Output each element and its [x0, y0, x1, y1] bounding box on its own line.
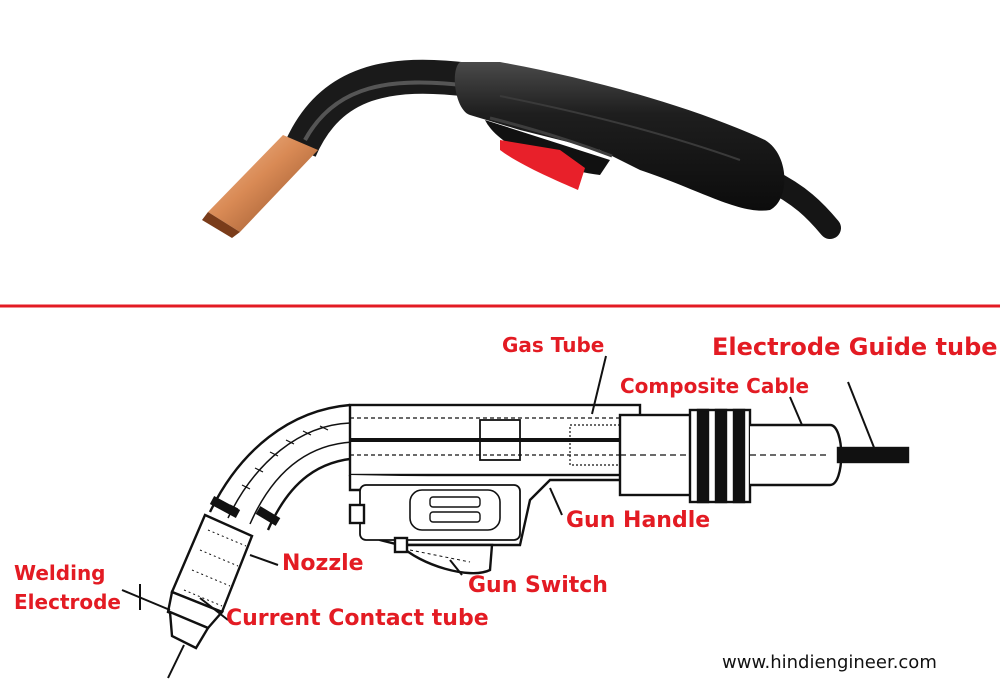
label-gun-handle: Gun Handle	[566, 508, 711, 533]
goose-neck-photo	[284, 59, 473, 158]
label-gas-tube: Gas Tube	[502, 333, 605, 357]
label-gun-switch: Gun Switch	[468, 573, 608, 598]
technical-drawing	[166, 403, 910, 679]
website-watermark: www.hindiengineer.com	[722, 652, 937, 673]
label-nozzle: Nozzle	[282, 551, 364, 576]
label-current-contact-tube: Current Contact tube	[226, 606, 489, 631]
label-electrode-guide-tube: Electrode Guide tube	[712, 333, 998, 361]
label-welding: Welding	[14, 561, 106, 585]
copper-nozzle-photo	[202, 135, 318, 238]
handle-photo	[454, 62, 785, 211]
leader-lines	[121, 355, 876, 621]
label-composite-cable: Composite Cable	[620, 374, 810, 398]
label-electrode: Electrode	[14, 590, 121, 614]
